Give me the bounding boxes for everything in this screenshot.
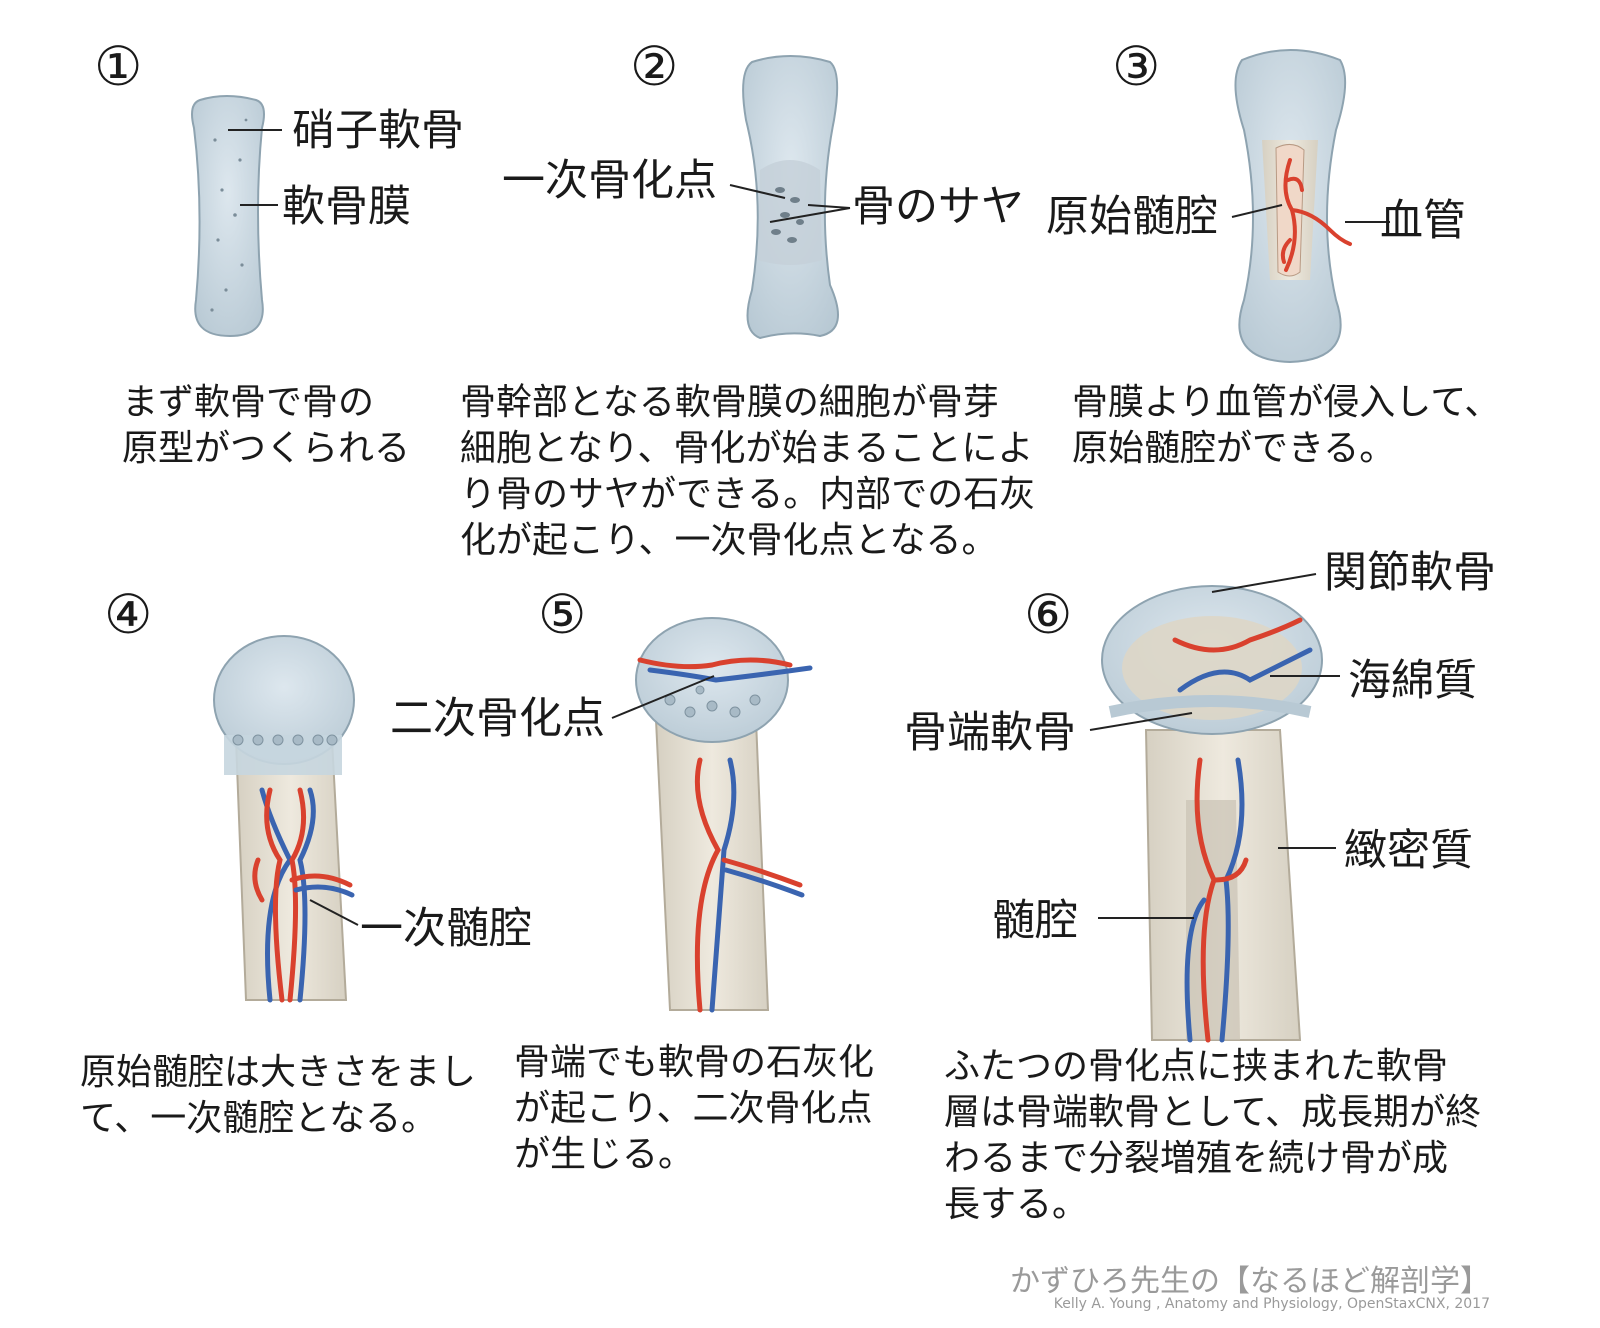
step-caption: 骨幹部となる軟骨膜の細胞が骨芽 細胞となり、骨化が始まることによ り骨のサヤがで… <box>460 382 1036 561</box>
step-caption: 骨端でも軟骨の石灰化 が起こり、二次骨化点 が生じる。 <box>514 1042 875 1175</box>
step-caption: 骨膜より血管が侵入して、 原始髄腔ができる。 <box>1072 382 1501 469</box>
label-secondary-ossification-center: 二次骨化点 <box>390 694 605 744</box>
primitive-marrow-cavity-step3 <box>1231 49 1390 364</box>
primary-marrow-cavity-step4 <box>213 635 359 1003</box>
step-number: ⑤ <box>538 583 587 646</box>
step-number: ② <box>630 35 679 98</box>
label-epiphyseal-cartilage: 骨端軟骨 <box>904 708 1076 758</box>
mature-bone-step6 <box>1089 573 1340 1043</box>
label-spongy-bone: 海綿質 <box>1348 656 1477 706</box>
step-caption: 原始髄腔は大きさをまし て、一次髄腔となる。 <box>80 1052 477 1139</box>
step-number: ① <box>94 35 143 98</box>
label-perichondrium: 軟骨膜 <box>282 182 411 232</box>
step-number: ④ <box>104 583 153 646</box>
footer-title: かずひろ先生の【なるほど解剖学】 <box>1010 1264 1490 1299</box>
label-compact-bone: 緻密質 <box>1344 826 1473 876</box>
secondary-ossification-step5 <box>611 617 813 1013</box>
step-number: ③ <box>1112 35 1161 98</box>
label-primitive-marrow-cavity: 原始髄腔 <box>1046 192 1218 242</box>
label-primary-marrow-cavity: 一次髄腔 <box>360 904 532 954</box>
bone-collar-step2 <box>729 55 851 340</box>
label-marrow-cavity: 髄腔 <box>992 896 1078 946</box>
step-caption: まず軟骨で骨の 原型がつくられる <box>122 382 411 469</box>
footer-credit: Kelly A. Young , Anatomy and Physiology,… <box>1053 1296 1490 1312</box>
label-bone-collar: 骨のサヤ <box>852 182 1024 232</box>
label-articular-cartilage: 関節軟骨 <box>1324 548 1496 598</box>
label-primary-ossification-center: 一次骨化点 <box>502 156 717 206</box>
label-hyaline-cartilage: 硝子軟骨 <box>292 106 464 156</box>
step-caption: ふたつの骨化点に挟まれた軟骨 層は骨端軟骨として、成長期が終 わるまで分裂増殖を… <box>944 1046 1482 1225</box>
label-blood-vessel: 血管 <box>1380 196 1466 246</box>
step-number: ⑥ <box>1024 583 1073 646</box>
cartilage-model-step1 <box>191 95 282 338</box>
